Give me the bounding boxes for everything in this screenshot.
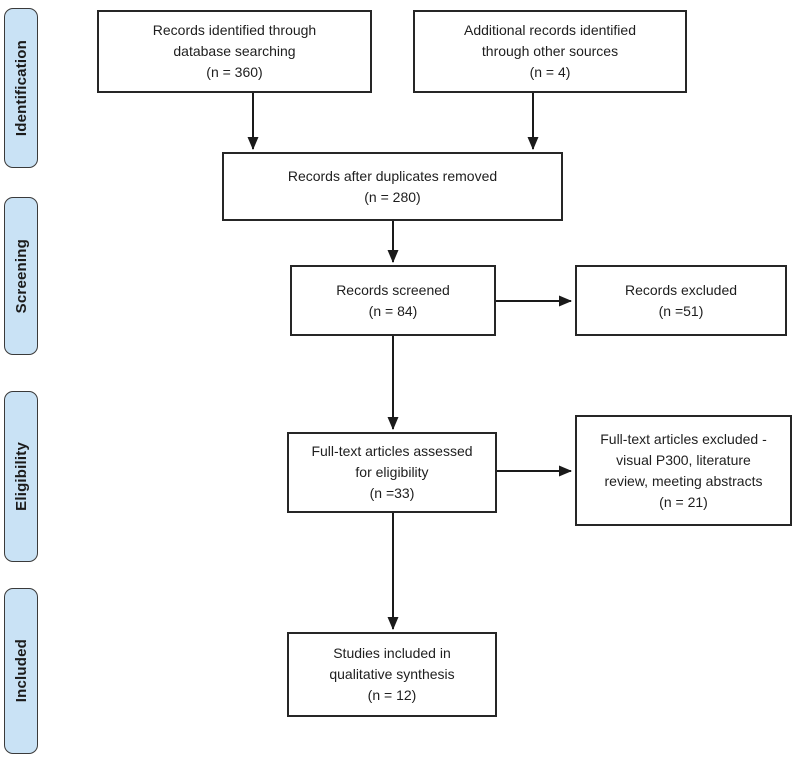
node-fulltext-assessed: Full-text articles assessed for eligibil… — [287, 432, 497, 513]
node-records-after-duplicates-text: Records after duplicates removed (n = 28… — [287, 167, 498, 205]
node-records-excluded-text: Records excluded (n =51) — [624, 281, 738, 319]
stage-eligibility-label: Eligibility — [12, 442, 30, 511]
node-records-identified-database: Records identified through database sear… — [97, 10, 372, 93]
node-records-after-duplicates: Records after duplicates removed (n = 28… — [222, 152, 563, 221]
stage-screening-label: Screening — [12, 238, 30, 314]
node-fulltext-excluded-text: Full-text articles excluded - visual P30… — [600, 430, 767, 510]
stage-screening: Screening — [4, 197, 38, 355]
node-records-excluded: Records excluded (n =51) — [575, 265, 787, 336]
node-records-screened-text: Records screened (n = 84) — [336, 281, 450, 319]
stage-eligibility: Eligibility — [4, 391, 38, 562]
node-records-identified-database-text: Records identified through database sear… — [152, 22, 317, 80]
stage-included: Included — [4, 588, 38, 754]
stage-included-label: Included — [12, 639, 30, 703]
node-fulltext-excluded: Full-text articles excluded - visual P30… — [575, 415, 792, 526]
stage-identification: Identification — [4, 8, 38, 168]
node-studies-included: Studies included in qualitative synthesi… — [287, 632, 497, 717]
node-records-identified-other-text: Additional records identified through ot… — [464, 22, 636, 80]
node-fulltext-assessed-text: Full-text articles assessed for eligibil… — [311, 443, 473, 501]
node-studies-included-text: Studies included in qualitative synthesi… — [329, 645, 455, 703]
stage-identification-label: Identification — [12, 39, 30, 137]
node-records-identified-other: Additional records identified through ot… — [413, 10, 687, 93]
node-records-screened: Records screened (n = 84) — [290, 265, 496, 336]
